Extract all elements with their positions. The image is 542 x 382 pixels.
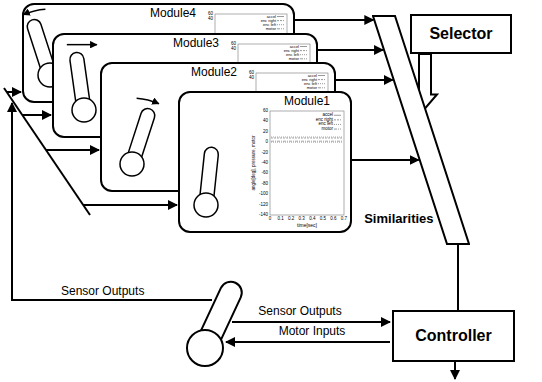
plot-legend-sample [277, 24, 284, 25]
tick-label: 0.4 [309, 217, 315, 222]
tick-label: 60 [263, 109, 268, 114]
controller-output-arrow [454, 362, 456, 379]
tick-label: -140 [259, 213, 268, 218]
bar-title: Similarities [364, 212, 433, 225]
similarity-bar-outline [373, 16, 469, 244]
tick-label: 0.7 [341, 217, 347, 222]
plot-legend-sample [300, 54, 307, 55]
pendulum-wheel [120, 152, 144, 176]
plot-legend-sample [277, 20, 284, 21]
axis-title: time[sec] [297, 223, 317, 228]
tick-label: 0.3 [299, 217, 305, 222]
motion-arrow [67, 44, 97, 46]
input-arrow [7, 91, 21, 93]
tick-label: 60 [249, 71, 254, 76]
plot-legend-sample [334, 124, 341, 125]
plot-frame [270, 111, 344, 215]
connector [457, 244, 459, 310]
tick-label: -20 [261, 150, 268, 155]
plot-legend-sample [318, 83, 325, 84]
signal-label: Motor Inputs [278, 325, 347, 337]
connector [318, 49, 383, 51]
plot-legend-sample [334, 129, 341, 130]
selector-box: Selector [410, 14, 512, 54]
connector [295, 19, 373, 21]
tick-label: 40 [208, 17, 213, 22]
plot-legend-sample [277, 28, 284, 29]
motor-input-wire [226, 341, 390, 343]
tick-label: 20 [263, 130, 268, 135]
tick-label: 40 [263, 119, 268, 124]
tick-label: 0.1 [277, 217, 283, 222]
axis-title: angle[deg], pressure, motor [252, 135, 257, 190]
connector [336, 79, 393, 81]
input-arrow [83, 204, 177, 206]
plot-legend-text: motor [266, 27, 276, 31]
tick-label: 0 [265, 140, 268, 145]
similarity-bar-shape [372, 15, 470, 245]
tick-label: 60 [208, 12, 213, 17]
box-title: Selector [429, 26, 492, 42]
tick-label: 0 [269, 217, 272, 222]
plot-trace [271, 137, 343, 138]
similarity-bar: Similarities [372, 15, 470, 245]
plot-legend-sample [318, 79, 325, 80]
tick-label: -80 [261, 182, 268, 187]
module-title: Module4 [150, 7, 196, 19]
plot-trace [271, 142, 343, 143]
tick-label: -60 [261, 171, 268, 176]
pendulum-wheel [194, 193, 218, 217]
pendulum-robot [187, 278, 245, 366]
connector [352, 159, 419, 161]
tick-label: -120 [259, 202, 268, 207]
signal-label: Sensor Outputs [60, 285, 145, 297]
plot-legend-sample [277, 16, 284, 17]
plot-legend-text: motor [289, 57, 299, 61]
plot-legend-sample [318, 75, 325, 76]
plot-legend-sample [300, 46, 307, 47]
motion-arrow [137, 98, 159, 104]
tick-label: 0.6 [330, 217, 336, 222]
plot-legend-sample [300, 58, 307, 59]
tick-label: -40 [261, 161, 268, 166]
input-arrow [46, 149, 99, 151]
module-title: Module3 [173, 37, 219, 49]
pendulum-wheel [187, 330, 223, 366]
tick-label: 40 [231, 47, 236, 52]
plot-trace [271, 138, 343, 139]
module-title: Module2 [191, 66, 237, 78]
pendulum-wheel [72, 98, 96, 122]
plot-legend-text: motor [307, 86, 317, 90]
sensor-output-wire [232, 321, 390, 323]
tick-label: 0.2 [288, 217, 294, 222]
tick-label: -100 [259, 192, 268, 197]
controller-box: Controller [392, 310, 515, 362]
motion-arrow [24, 9, 45, 15]
plot-legend-sample [334, 115, 341, 116]
module-box: Module16040200-20-40-60-80-100-120-14000… [178, 91, 352, 233]
plot-legend-sample [300, 50, 307, 51]
input-arrow [22, 114, 51, 116]
tick-label: 0.5 [320, 217, 326, 222]
signal-label: Sensor Outputs [257, 305, 342, 317]
module-title: Module1 [284, 95, 330, 107]
plot-legend-text: motor [321, 127, 333, 132]
plot-trace [271, 141, 343, 142]
plot-legend-sample [334, 119, 341, 120]
box-title: Controller [415, 328, 491, 344]
plot-legend-sample [318, 87, 325, 88]
tick-label: 60 [231, 42, 236, 47]
tick-label: 40 [249, 76, 254, 81]
